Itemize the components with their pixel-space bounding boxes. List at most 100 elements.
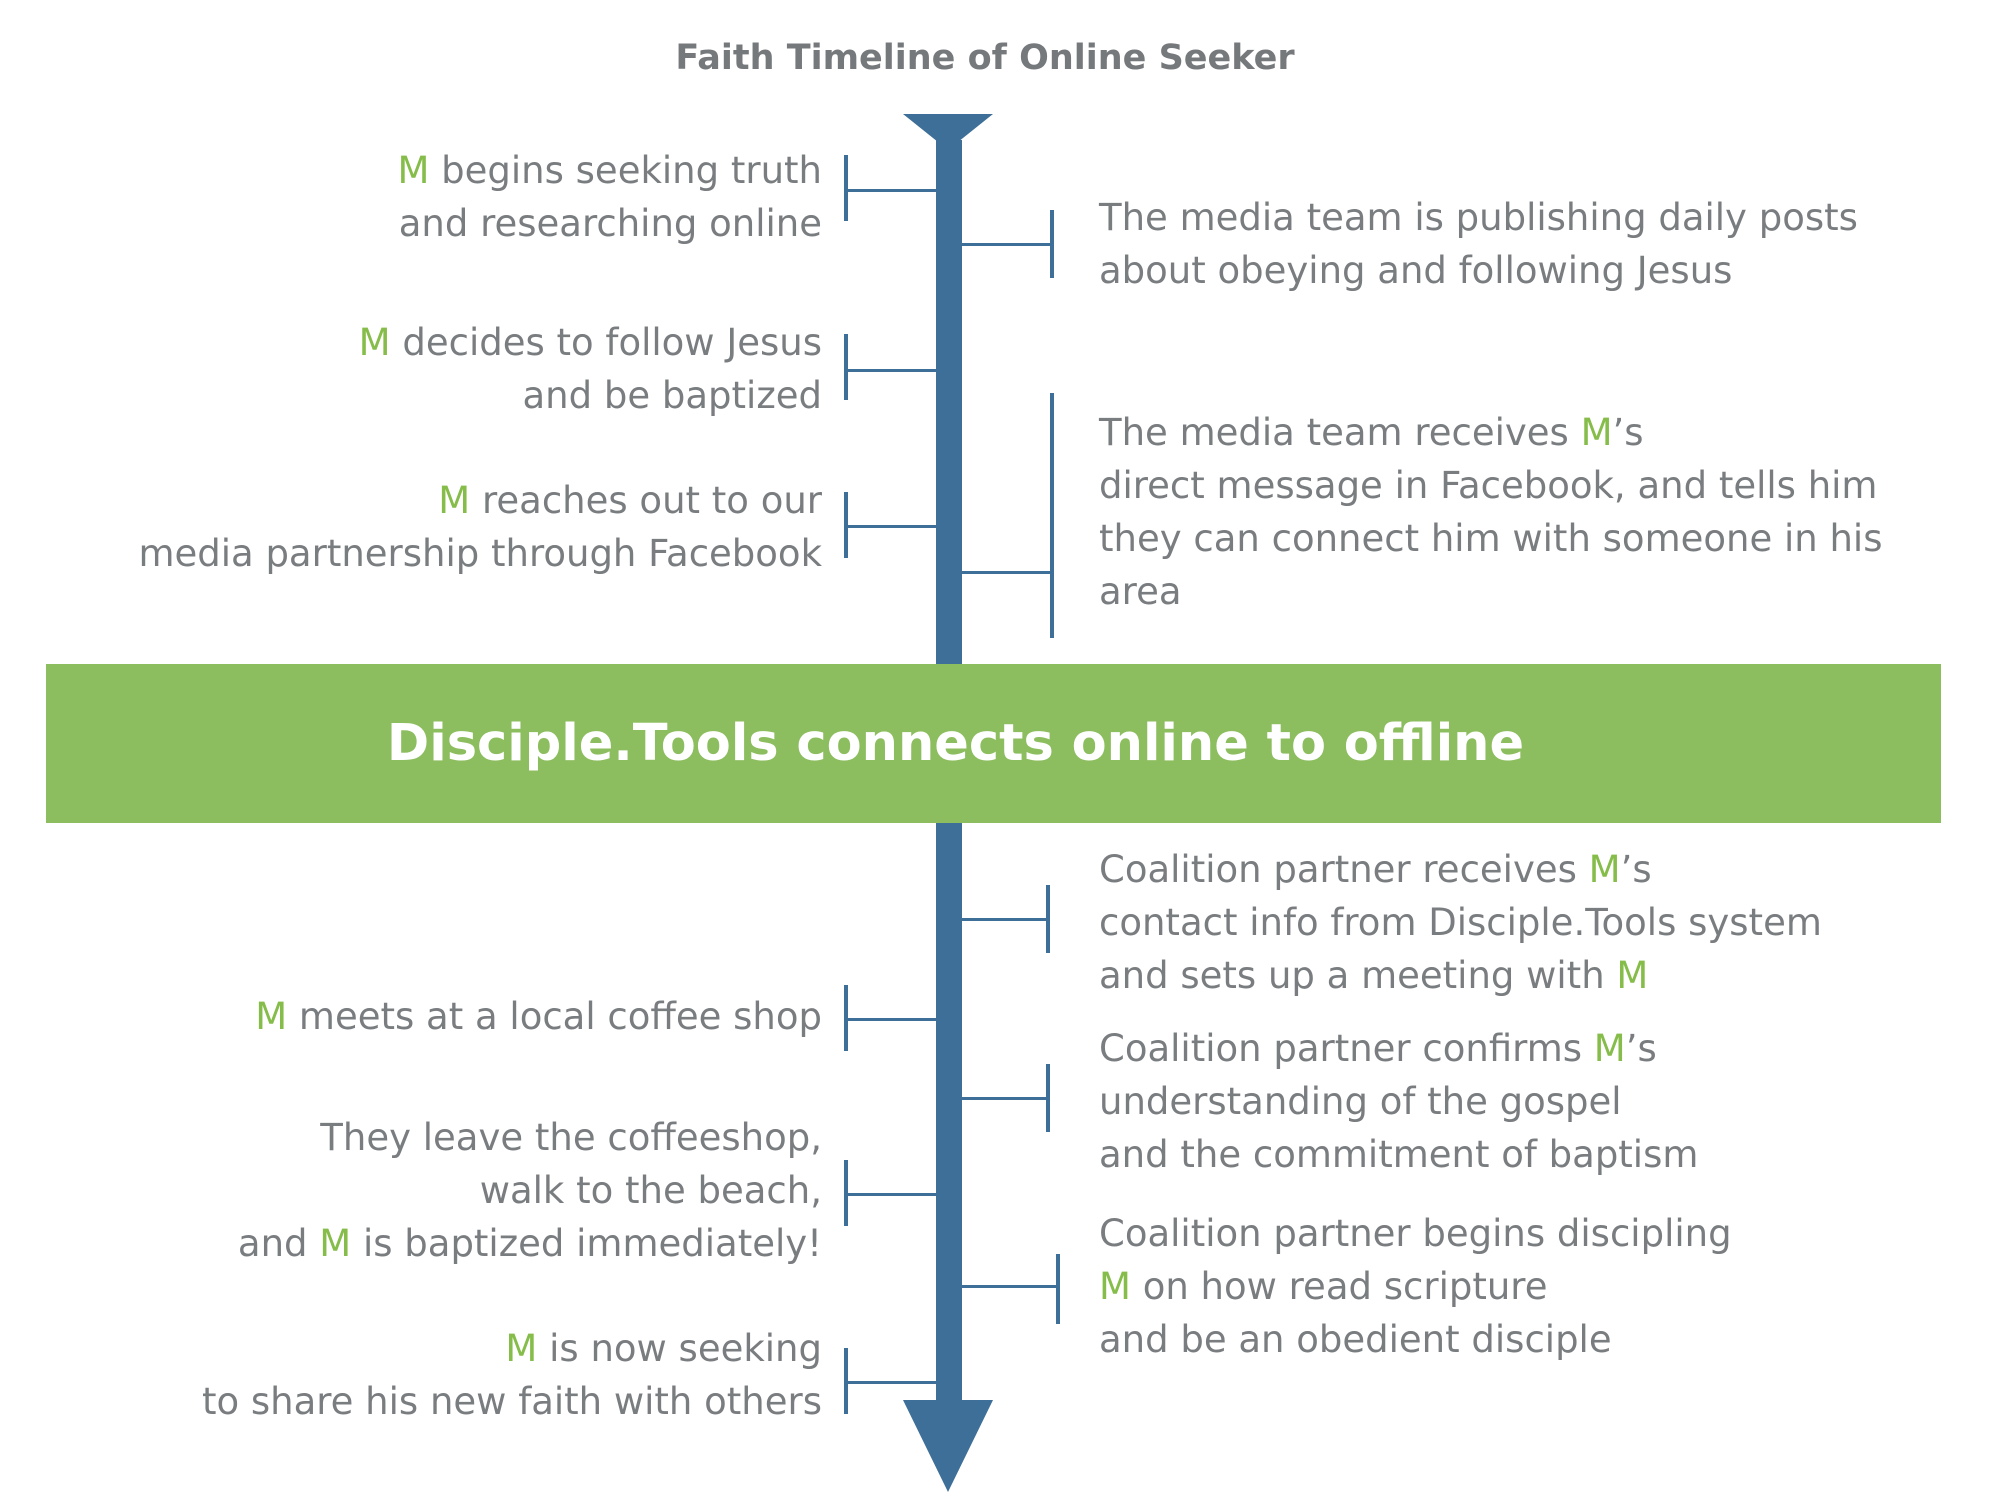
- seeker-initial: M: [358, 321, 391, 364]
- bracket-right-1: [1050, 210, 1054, 278]
- event-line: and M is baptized immediately!: [238, 1217, 822, 1270]
- event-line: area: [1099, 565, 1883, 618]
- event-text: walk to the beach,: [479, 1169, 822, 1212]
- connector-right-3: [958, 918, 1048, 921]
- bracket-left-5: [844, 1160, 848, 1226]
- event-text: and researching online: [398, 202, 822, 245]
- event-line: They leave the coffeeshop,: [238, 1111, 822, 1164]
- event-left-5: They leave the coffeeshop, walk to the be…: [238, 1111, 822, 1270]
- seeker-initial: M: [1580, 411, 1613, 454]
- seeker-initial: M: [505, 1327, 538, 1370]
- connector-right-1: [942, 243, 1052, 246]
- event-text: The media team receives: [1099, 411, 1581, 454]
- event-left-4: M meets at a local coffee shop: [255, 990, 822, 1043]
- event-line: to share his new faith with others: [202, 1375, 822, 1428]
- event-text: understanding of the gospel: [1099, 1080, 1622, 1123]
- seeker-initial: M: [1099, 1265, 1131, 1308]
- event-text: on how read scripture: [1130, 1265, 1548, 1308]
- event-line: and be baptized: [359, 369, 823, 422]
- seeker-initial: M: [1593, 1027, 1626, 1070]
- bracket-right-4: [1046, 1064, 1050, 1132]
- event-text: is baptized immediately!: [351, 1222, 822, 1265]
- event-text: Coalition partner receives: [1099, 848, 1589, 891]
- connector-right-5: [946, 1285, 1058, 1288]
- event-line: about obeying and following Jesus: [1099, 244, 1858, 297]
- event-line: contact info from Disciple.Tools system: [1099, 896, 1822, 949]
- bracket-right-2: [1050, 393, 1054, 638]
- event-right-1: The media team is publishing daily posts…: [1099, 191, 1858, 297]
- seeker-initial: M: [1616, 954, 1649, 997]
- connector-left-1: [846, 189, 958, 192]
- event-text: direct message in Facebook, and tells hi…: [1099, 464, 1878, 507]
- connector-left-2: [846, 369, 958, 372]
- event-line: Coalition partner confirms M’s: [1099, 1022, 1698, 1075]
- connector-left-6: [846, 1381, 954, 1384]
- connector-right-2: [942, 571, 1052, 574]
- bracket-right-5: [1056, 1254, 1060, 1324]
- event-left-1: M begins seeking truth and researching on…: [397, 144, 822, 250]
- event-line: M begins seeking truth: [397, 144, 822, 197]
- seeker-initial: M: [319, 1222, 352, 1265]
- event-text: decides to follow Jesus: [390, 321, 822, 364]
- seeker-initial: M: [438, 479, 471, 522]
- bracket-left-1: [844, 155, 848, 221]
- event-line: media partnership through Facebook: [138, 527, 822, 580]
- event-text: area: [1099, 570, 1182, 613]
- diagram-title: Faith Timeline of Online Seeker: [675, 38, 1295, 78]
- event-left-6: M is now seeking to share his new faith w…: [202, 1322, 822, 1428]
- event-text: reaches out to our: [470, 479, 822, 522]
- event-text: and the commitment of baptism: [1099, 1133, 1699, 1176]
- event-text: to share his new faith with others: [201, 1380, 822, 1423]
- seeker-initial: M: [255, 995, 288, 1038]
- event-line: direct message in Facebook, and tells hi…: [1099, 459, 1883, 512]
- event-text: meets at a local coffee shop: [287, 995, 822, 1038]
- event-line: and researching online: [397, 197, 822, 250]
- event-line: M is now seeking: [202, 1322, 822, 1375]
- bracket-left-6: [844, 1348, 848, 1414]
- event-line: and the commitment of baptism: [1099, 1128, 1698, 1181]
- event-line: and sets up a meeting with M: [1099, 949, 1822, 1002]
- event-text: The media team is publishing daily posts: [1099, 196, 1858, 239]
- seeker-initial: M: [397, 149, 430, 192]
- event-line: they can connect him with someone in his: [1099, 512, 1883, 565]
- connector-left-5: [846, 1193, 958, 1196]
- event-text: ’s: [1625, 1027, 1657, 1070]
- banner: Disciple.Tools connects online to offlin…: [46, 664, 1941, 823]
- seeker-initial: M: [1588, 848, 1621, 891]
- event-text: Coalition partner confirms: [1099, 1027, 1594, 1070]
- event-line: The media team is publishing daily posts: [1099, 191, 1858, 244]
- bracket-left-2: [844, 334, 848, 400]
- event-line: understanding of the gospel: [1099, 1075, 1698, 1128]
- timeline-axis-lower: [936, 823, 962, 1413]
- event-text: contact info from Disciple.Tools system: [1099, 901, 1822, 944]
- timeline-axis-upper: [936, 140, 962, 664]
- event-text: and: [237, 1222, 320, 1265]
- event-text: They leave the coffeeshop,: [320, 1116, 822, 1159]
- event-text: ’s: [1612, 411, 1644, 454]
- connector-right-4: [936, 1097, 1048, 1100]
- event-left-3: M reaches out to our media partnership th…: [138, 474, 822, 580]
- banner-text: Disciple.Tools connects online to offlin…: [386, 714, 1525, 773]
- event-line: Coalition partner begins discipling: [1099, 1207, 1732, 1260]
- event-text: begins seeking truth: [429, 149, 822, 192]
- event-line: The media team receives M’s: [1099, 406, 1883, 459]
- bracket-right-3: [1046, 885, 1050, 953]
- event-text: about obeying and following Jesus: [1099, 249, 1733, 292]
- timeline-bottom-arrowhead: [903, 1400, 993, 1492]
- event-text: and be an obedient disciple: [1099, 1318, 1612, 1361]
- event-text: they can connect him with someone in his: [1099, 517, 1883, 560]
- bracket-left-4: [844, 985, 848, 1051]
- event-text: is now seeking: [537, 1327, 822, 1370]
- event-text: Coalition partner begins discipling: [1099, 1212, 1732, 1255]
- event-text: media partnership through Facebook: [138, 532, 822, 575]
- event-line: M reaches out to our: [138, 474, 822, 527]
- event-text: ’s: [1620, 848, 1652, 891]
- event-line: M on how read scripture: [1099, 1260, 1732, 1313]
- event-line: and be an obedient disciple: [1099, 1313, 1732, 1366]
- event-line: M decides to follow Jesus: [359, 316, 822, 369]
- bracket-left-3: [844, 492, 848, 558]
